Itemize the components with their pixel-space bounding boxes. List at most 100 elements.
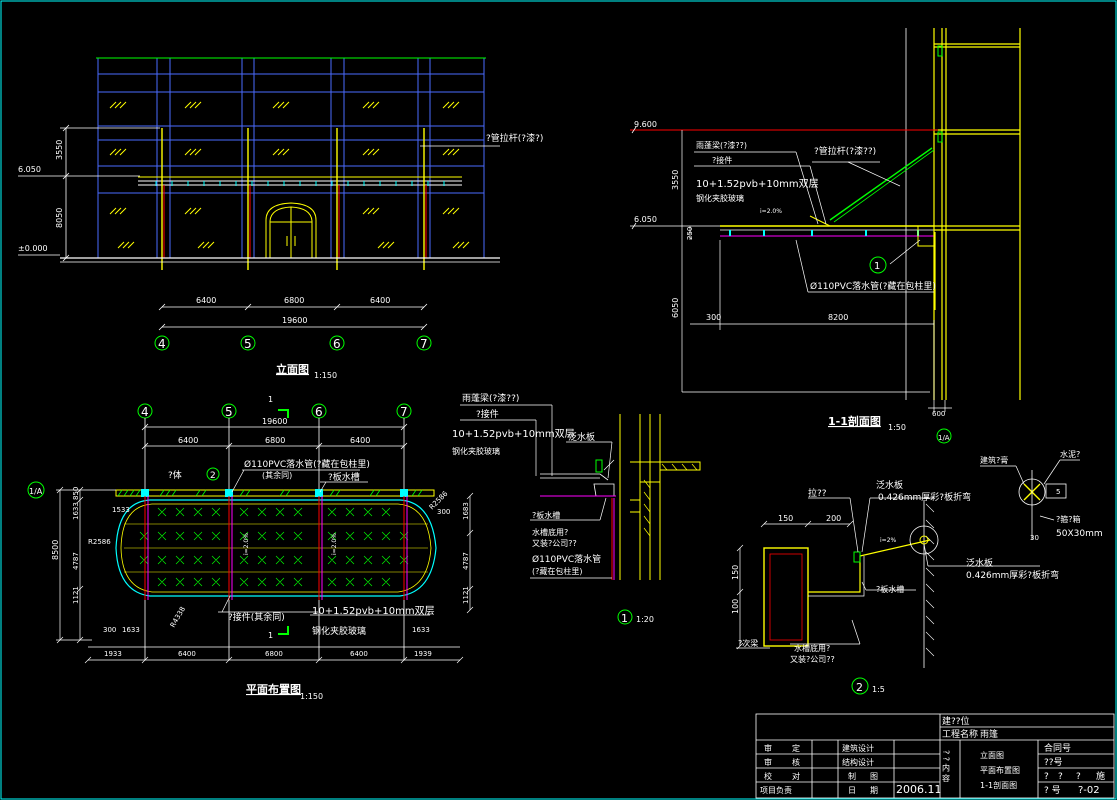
plan-support-ribs — [144, 496, 408, 600]
plan-row-dim-1533: 1533 — [112, 506, 130, 514]
detail-1-leaders — [460, 404, 613, 579]
title-q1: ? — [1044, 772, 1049, 782]
detail-1-view: 雨蓬梁(?漆??) ?接件 10+1.52pvb+10mm双层 钢化夹胶玻璃 泛… — [452, 392, 701, 625]
detail-2-top-right: 水泥? — [1060, 449, 1080, 459]
title-no: ??号 — [1044, 757, 1063, 768]
plan-slope-1: i=2.0% — [243, 533, 250, 555]
detail-1-flash: 泛水板 — [568, 431, 595, 443]
section-dim-250: 250 — [686, 227, 694, 240]
section-dim-8200: 8200 — [828, 313, 848, 322]
elevation-axis-bubbles — [154, 335, 432, 351]
plan-beam-strip — [115, 489, 435, 497]
plan-glass-line2: 钢化夹胶玻璃 — [312, 625, 366, 637]
detail-2-flash2-a: 泛水板 — [966, 557, 993, 569]
detail-2-beam-box — [763, 547, 809, 647]
detail-2-scale: 1:5 — [872, 685, 885, 694]
detail-2-dim-5: 5 — [1056, 488, 1060, 496]
section-title: 1-1剖面图 — [828, 414, 881, 428]
plan-row-dim-300-left: 300 — [103, 626, 116, 634]
title-r4-c: 期 — [870, 786, 878, 795]
section-canopy-slab — [720, 215, 935, 247]
section-dim-300: 300 — [706, 313, 721, 322]
plan-section-marker — [278, 409, 289, 635]
title-date: 2006.11 — [896, 783, 942, 796]
title-contract: 合同号 — [1044, 742, 1071, 754]
elevation-title: 立面图 — [276, 362, 309, 376]
detail-2-flash1-a: 泛水板 — [876, 479, 903, 491]
detail-2-dims — [736, 459, 1080, 650]
detail-2-view: 150 200 150 100 拉?? 泛水板 0.426mm厚彩?板折弯 i=… — [731, 449, 1103, 695]
title-block: 建??位 工程名称 雨篷 审 定 建筑设计 审 核 结构设计 校 对 制 图 项… — [755, 713, 1115, 799]
detail-1-no: 1 — [621, 612, 628, 625]
plan-detail-no: 2 — [210, 471, 216, 481]
plan-row-dim-300-right: 300 — [437, 508, 450, 516]
plan-gutter-label: ?板水槽 — [328, 471, 360, 483]
plan-slope-2: i=2.0% — [331, 533, 338, 555]
plan-left-dim-1121: 1121 — [72, 586, 80, 604]
section-dim-3550: 3550 — [671, 170, 680, 190]
detail-2-size: 50X30mm — [1056, 529, 1103, 539]
title-sheet: ? 号 — [1044, 785, 1061, 796]
title-r3-a: 校 — [764, 771, 772, 781]
plan-bottom-dim-6800: 6800 — [265, 650, 283, 658]
plan-axis-6: 6 — [315, 405, 323, 419]
title-r4-b: 日 — [848, 786, 856, 795]
section-pipe-label: Ø110PVC落水管(?藏在包柱里) — [810, 280, 936, 292]
section-rod-label: ?管拉杆(?漆??) — [814, 145, 876, 157]
plan-axis-7: 7 — [400, 405, 408, 419]
elevation-span-total: 19600 — [282, 316, 307, 325]
elevation-height-lower: 8050 — [55, 208, 64, 228]
plan-radius-left: R2586 — [88, 538, 111, 546]
title-content-2: 平面布置图 — [980, 765, 1020, 775]
elevation-axis-5: 5 — [244, 337, 252, 351]
detail-2-vdim-150: 150 — [731, 565, 740, 580]
section-level-top: 9.600 — [634, 120, 657, 129]
title-content-1: 立面图 — [980, 750, 1004, 760]
section-glass-line2: 钢化夹胶玻璃 — [696, 193, 744, 203]
title-r1-c: 建筑设计 — [842, 743, 874, 753]
detail-2-dim-150: 150 — [778, 514, 793, 523]
section-dim-6050: 6050 — [671, 298, 680, 318]
title-r2-b: 核 — [792, 757, 800, 767]
plan-glass-xmarks — [139, 507, 409, 587]
elevation-scale: 1:150 — [314, 371, 337, 380]
plan-section-mark-bottom: 1 — [268, 631, 273, 640]
detail-2-note-a: 水槽底用? — [794, 643, 830, 653]
section-view: 9.600 6.050 3550 250 6050 300 8200 600 — [630, 28, 1021, 444]
title-unit: 建??位 — [942, 715, 970, 727]
elevation-span-1: 6400 — [196, 296, 216, 305]
plan-fitting-label: ?接件(其余同) — [228, 611, 285, 623]
plan-columns — [141, 489, 408, 497]
plan-canopy-outline — [115, 499, 437, 597]
elevation-rod-label: ?管拉杆(?漆?) — [486, 132, 543, 144]
plan-view: 4 5 6 7 1/A 19600 6400 6800 6400 1 1 — [27, 395, 474, 701]
title-r1-a: 审 — [764, 743, 772, 753]
section-axis: 1/A — [938, 434, 950, 442]
title-r2-c: 结构设计 — [842, 757, 874, 767]
plan-bottom-dim-6400b: 6400 — [350, 650, 368, 658]
section-level-mid: 6.050 — [634, 215, 657, 224]
title-project: 雨篷 — [980, 728, 998, 740]
elevation-window-hatches — [109, 101, 470, 249]
detail-2-no: 2 — [856, 681, 863, 694]
title-q4: 施 — [1096, 770, 1105, 782]
plan-scale: 1:150 — [300, 692, 323, 701]
plan-span-1: 6400 — [178, 436, 198, 445]
elevation-axis-dims — [158, 303, 428, 331]
detail-2-pull: 拉?? — [808, 487, 827, 499]
section-part-label: ?接件 — [712, 155, 732, 165]
title-content-3: 1-1剖面图 — [980, 780, 1017, 790]
section-dim-600: 600 — [932, 410, 945, 418]
elevation-span-2: 6800 — [284, 296, 304, 305]
elevation-axis-7: 7 — [420, 337, 428, 351]
plan-left-dim-8500: 8500 — [51, 540, 60, 560]
plan-axis-side: 1/A — [29, 487, 43, 496]
plan-grid-lines — [124, 523, 428, 573]
plan-right-dim-4787: 4787 — [462, 552, 470, 570]
detail-2-beam: ?次梁 — [738, 638, 758, 648]
section-leaders — [694, 151, 934, 293]
title-r1-b: 定 — [792, 743, 800, 753]
plan-axis-5: 5 — [225, 405, 233, 419]
title-r3-c: 制 — [848, 771, 856, 781]
title-content-label: ? ? 内 容 — [942, 750, 951, 783]
